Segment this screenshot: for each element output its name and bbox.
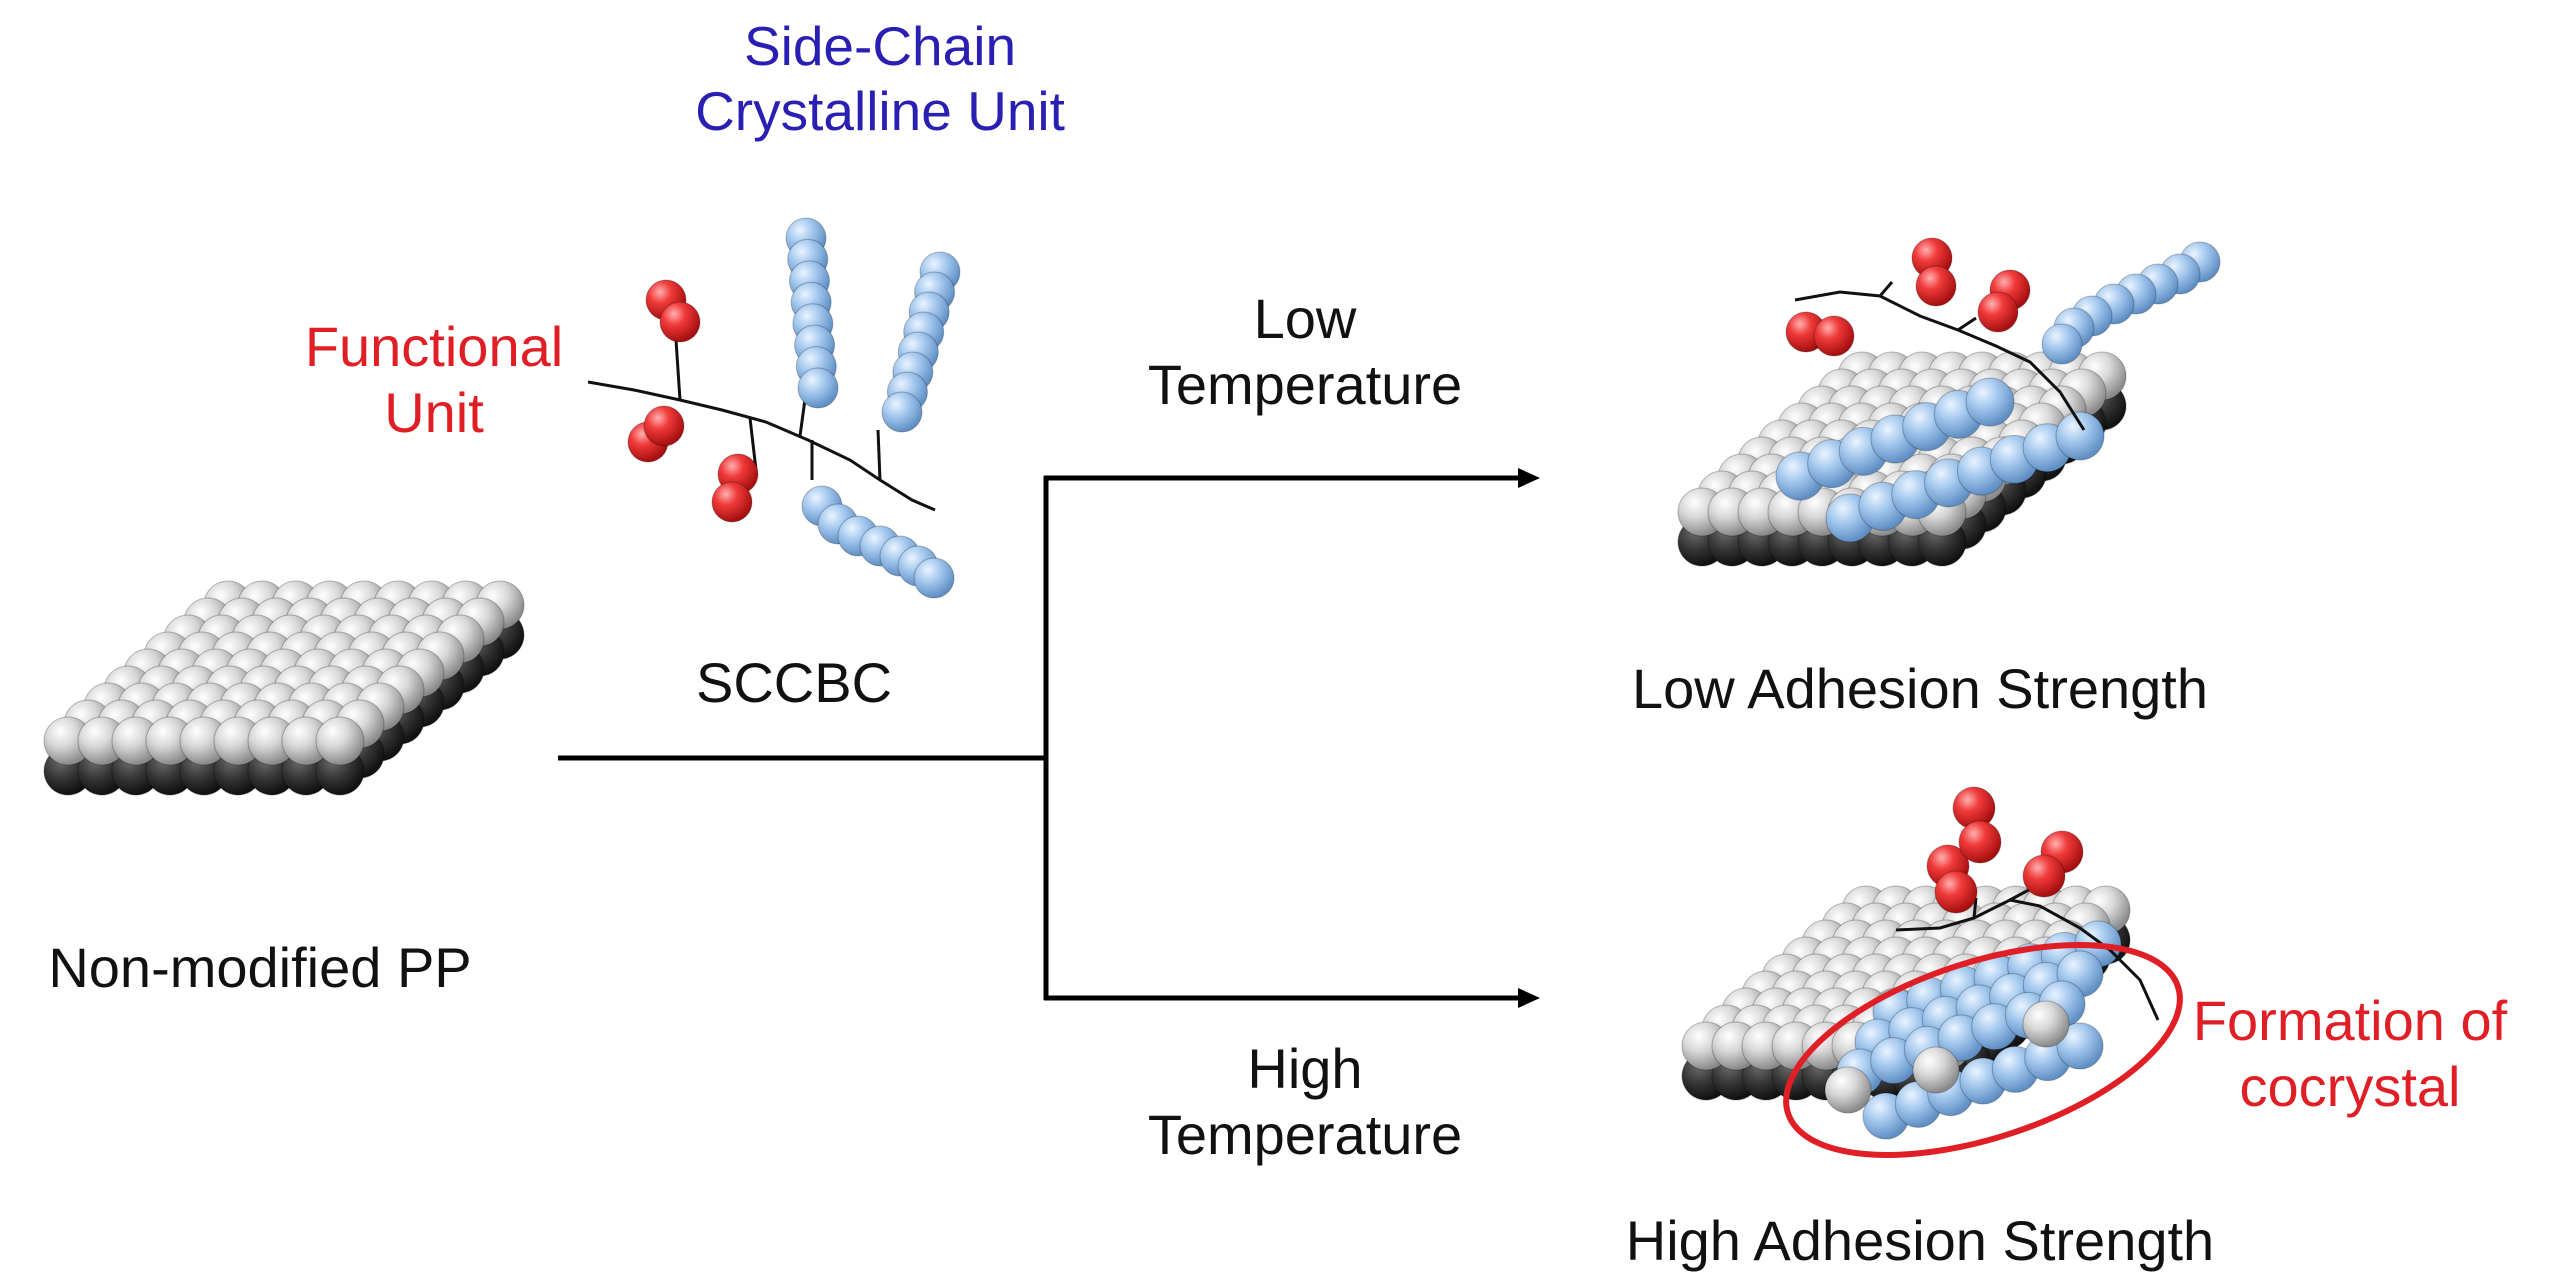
low-adhesion-label: Low Adhesion Strength <box>1632 657 2208 720</box>
non-modified-pp-label: Non-modified PP <box>48 936 472 999</box>
sccbc-molecule <box>627 217 961 599</box>
high-temp-line2: Temperature <box>1147 1103 1463 1167</box>
functional-bead <box>711 481 753 523</box>
high-adhesion-label: High Adhesion Strength <box>1625 1209 2215 1272</box>
low-adsorbed-molecule <box>1785 237 2221 365</box>
high-temp-arrowhead <box>1518 988 1540 1008</box>
high-temperature-label: High Temperature <box>1030 1036 1580 1168</box>
functional-bead <box>1915 265 1957 307</box>
functional-bead <box>2022 854 2066 898</box>
low-chain-backbone <box>1794 281 2086 431</box>
low-temperature-label: Low Temperature <box>1030 286 1580 418</box>
cocrystal-line2: cocrystal <box>2239 1055 2461 1119</box>
functional-unit-label: Functional Unit <box>234 314 634 446</box>
pp-substrate <box>43 580 525 796</box>
side-chain-bead <box>913 557 955 599</box>
low-temp-line2: Temperature <box>1147 353 1463 417</box>
pp-bead <box>1824 1066 1872 1114</box>
low-adhesion-substrate <box>1677 351 2127 567</box>
high-temp-line1: High <box>1247 1037 1363 1100</box>
sccbc-label: SCCBC <box>695 651 893 714</box>
functional-bead <box>1934 870 1978 914</box>
side-chain-line2: Crystalline Unit <box>695 79 1065 142</box>
side-chain-bead <box>881 391 923 433</box>
side-chain-label: Side-Chain Crystalline Unit <box>630 14 1130 144</box>
high-adhesion-substrate <box>1681 885 2131 1140</box>
cocrystal-highlight-ellipse <box>1783 942 2183 1158</box>
high-adsorbed-molecule <box>1926 786 2084 914</box>
functional-bead <box>659 301 701 343</box>
low-temp-line1: Low <box>1253 287 1357 350</box>
functional-line2: Unit <box>384 381 484 445</box>
low-temp-arrowhead <box>1518 468 1540 488</box>
pp-bead <box>1912 1046 1960 1094</box>
cocrystal-bead <box>2056 1022 2104 1070</box>
side-chain-bead <box>2041 323 2083 365</box>
side-chain-bead <box>797 367 839 409</box>
reaction-pathway <box>558 475 1520 1001</box>
functional-bead <box>643 405 685 447</box>
cocrystal-line1: Formation of <box>2192 989 2508 1052</box>
pp-bead <box>315 716 365 766</box>
functional-bead <box>1958 820 2002 864</box>
functional-bead <box>1977 291 2019 333</box>
pp-bead <box>2022 1000 2070 1048</box>
side-chain-line1: Side-Chain <box>743 15 1017 77</box>
functional-bead <box>1813 315 1855 357</box>
side-chain-bead <box>1965 377 2015 427</box>
functional-line1: Functional <box>304 315 564 378</box>
cocrystal-label: Formation of cocrystal <box>2130 988 2564 1120</box>
side-chain-bead <box>2055 411 2105 461</box>
